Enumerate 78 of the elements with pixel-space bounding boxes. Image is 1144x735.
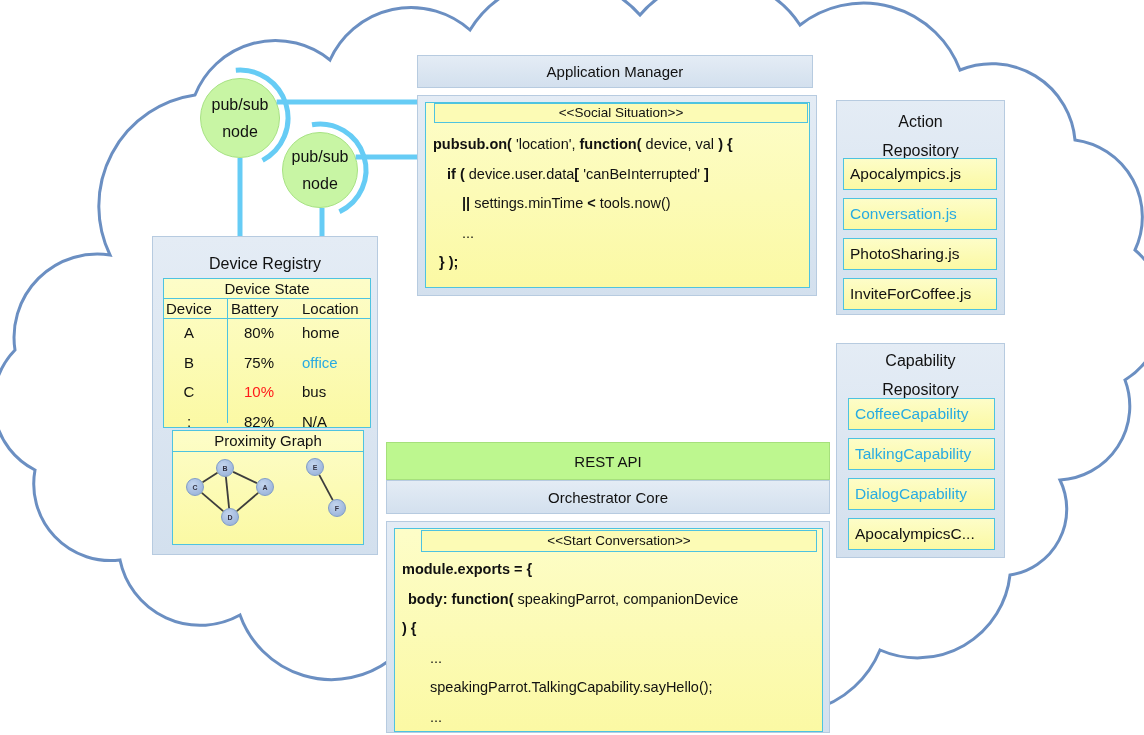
layer-bar	[386, 480, 830, 514]
code-line: } );	[439, 254, 459, 270]
repository-panel	[152, 236, 378, 555]
table-cell-text: 10%	[244, 382, 275, 402]
graph-edge	[235, 491, 260, 513]
api-bar	[386, 442, 830, 480]
file-item	[843, 158, 997, 190]
node-label: pub/sub node	[210, 95, 270, 142]
connector-line	[237, 158, 243, 236]
table-cell-text: C	[182, 382, 196, 402]
column-header: Battery	[231, 299, 279, 318]
node-label: Conversation.js	[850, 205, 957, 223]
table-cell-text: :	[185, 411, 193, 432]
node-label: InviteForCoffee.js	[850, 285, 972, 303]
graph-edge	[201, 471, 219, 484]
graph-node-circle	[221, 508, 239, 526]
code-line: ...	[430, 708, 443, 725]
node-label: Apocalympics.js	[850, 165, 962, 183]
node-label: REST API	[574, 452, 642, 470]
table-cell-text: N/A	[302, 411, 327, 432]
column-header: Location	[302, 299, 359, 318]
panel-title: Proximity Graph	[213, 431, 323, 451]
code-line: || settings.minTime < tools.now()	[462, 195, 671, 211]
file-item	[843, 198, 997, 230]
graph-edge	[318, 474, 334, 501]
graph-node-circle	[328, 499, 346, 517]
column-header: Device	[166, 299, 212, 318]
file-item	[848, 438, 995, 470]
table-cell-text: bus	[302, 382, 327, 402]
layer-bar	[417, 55, 813, 88]
panel-title: Capability Repository	[881, 351, 960, 400]
graph-edge	[200, 491, 225, 513]
node-label: ApocalympicsC...	[855, 525, 975, 543]
graph-edge	[232, 470, 258, 485]
node-label: TalkingCapability	[855, 445, 972, 463]
file-item	[843, 278, 997, 310]
table-cell-text: B	[183, 352, 195, 373]
stereotype-header: <<Social Situation>>	[434, 103, 808, 123]
table-cell-text: 82%	[244, 411, 275, 432]
node-label: CoffeeCapability	[855, 405, 969, 423]
repository-panel	[836, 100, 1005, 315]
code-line: ) {	[402, 620, 417, 636]
connector-line	[355, 154, 417, 160]
code-line: ...	[462, 224, 475, 241]
table-cell-text: home	[302, 323, 340, 343]
table-cell-text: 80%	[244, 323, 275, 343]
connector-line	[276, 99, 417, 105]
table-title: Device State	[223, 279, 311, 298]
stereotype-header: <<Start Conversation>>	[421, 530, 817, 552]
graph-edge	[225, 476, 230, 509]
node-label: Application Manager	[546, 63, 684, 80]
code-line: ...	[430, 649, 443, 666]
table-cell-text: A	[183, 323, 195, 343]
file-item	[843, 238, 997, 270]
code-line: if ( device.user.data[ 'canBeInterrupted' ]	[447, 165, 709, 182]
graph-node-circle	[306, 458, 324, 476]
code-line: pubsub.on( 'location', function( device, val ) {	[433, 136, 733, 152]
file-item	[848, 518, 995, 550]
panel-title: Device Registry	[208, 254, 322, 274]
file-item	[848, 398, 995, 430]
repository-panel	[836, 343, 1005, 558]
graph-node-circle	[216, 459, 234, 477]
graph-node-circle	[256, 478, 274, 496]
node-label: PhotoSharing.js	[850, 245, 960, 263]
node-label: DialogCapability	[855, 485, 967, 503]
node-label: Orchestrator Core	[547, 488, 668, 506]
table-cell-text: office	[302, 352, 338, 373]
state-table	[163, 278, 371, 428]
graph-panel	[172, 430, 364, 545]
file-item	[848, 478, 995, 510]
code-line: speakingParrot.TalkingCapability.sayHello();	[430, 679, 713, 695]
node-label: pub/sub node	[290, 147, 350, 194]
graph-node-circle	[186, 478, 204, 496]
table-cell-text: 75%	[244, 352, 275, 373]
connector-line	[319, 207, 325, 236]
panel-title: Action Repository	[881, 112, 960, 161]
code-line: body: function( speakingParrot, companionDevice	[408, 590, 739, 607]
code-line: module.exports = {	[402, 561, 533, 577]
